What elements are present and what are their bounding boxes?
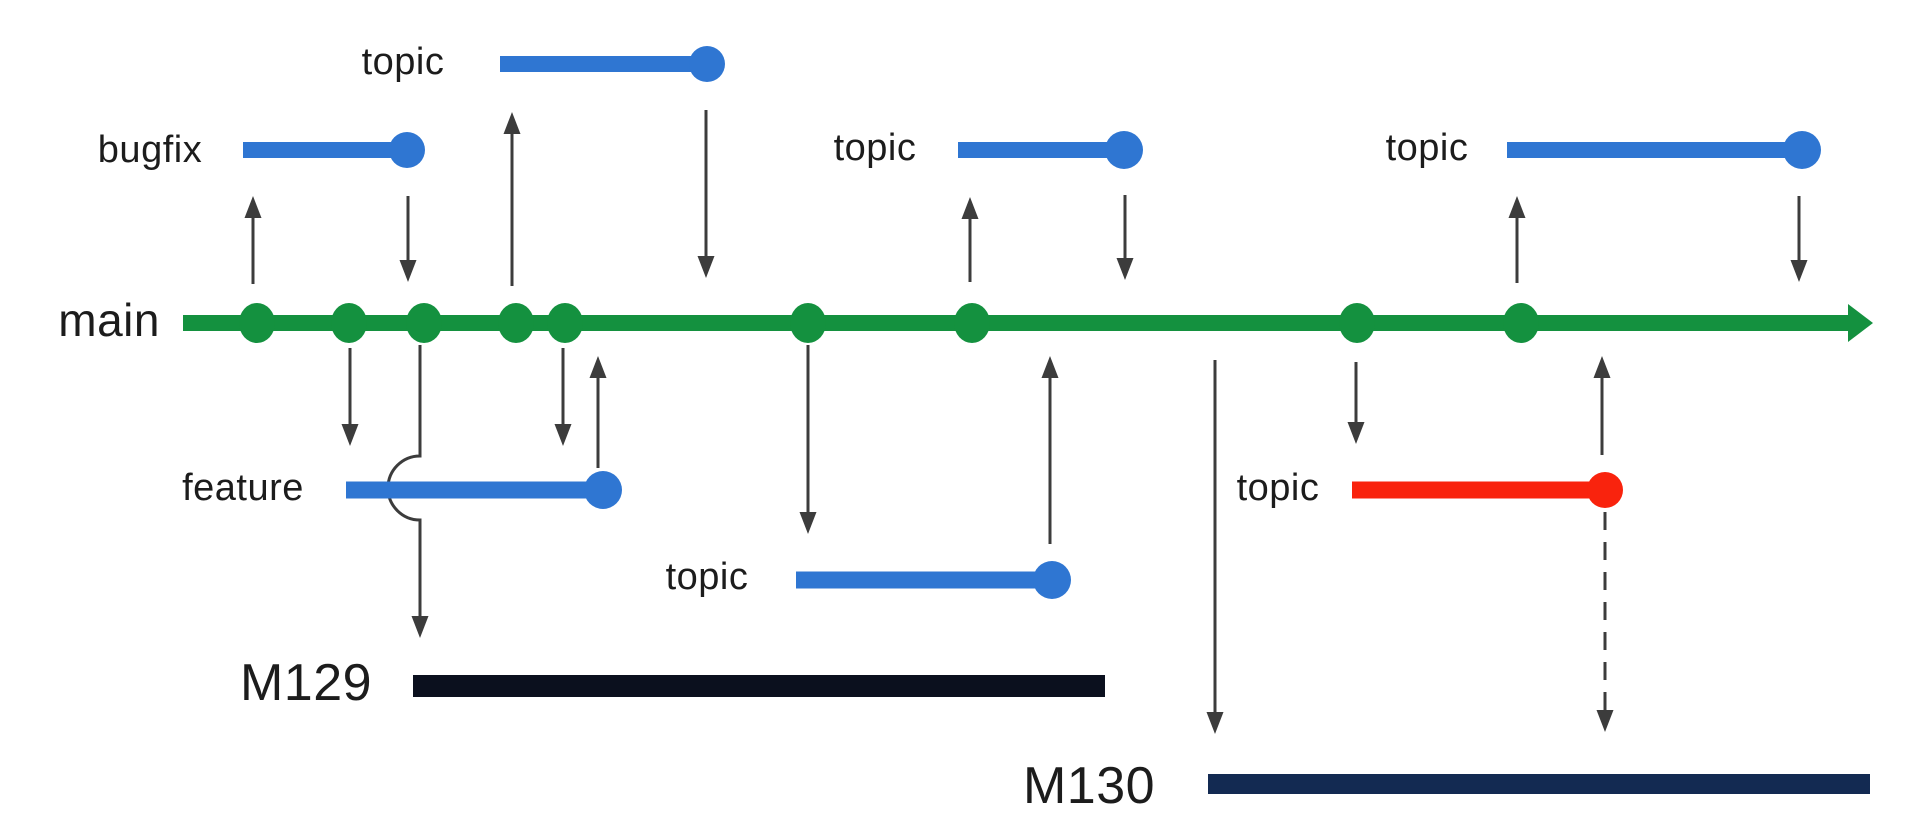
merge-up-arrow-head [1041,356,1059,378]
merge-up-arrow-head [961,197,979,219]
label-topic-branch-4: topic [665,556,749,598]
merge-up-arrow-head [589,356,607,378]
branch-tip-circle-bugfix [389,132,425,168]
commit-dot [1503,303,1539,343]
branch-tip-circle-topic [1033,561,1071,599]
label-feature-branch: feature [182,467,304,509]
branch-down-arrow-head [554,424,572,446]
branch-tip-circle-feature [584,471,622,509]
merge-up-arrow-head [1593,356,1611,378]
branch-down-arrow-head [1116,258,1134,280]
commit-dot [954,303,990,343]
label-release-m130: M130 [1022,757,1156,815]
merge-up-arrow-head [1508,196,1526,218]
main-branch-arrowhead [1848,304,1873,342]
label-topic-branch-5: topic [1236,467,1320,509]
release-bar-m129 [413,675,1105,697]
label-main-branch: main [58,294,160,346]
branch-down-arrow-head [399,260,417,282]
release-bar-m130 [1208,774,1870,794]
hop-arrow-head [411,616,429,638]
branch-down-arrow-head [1347,422,1365,444]
branch-down-arrow-head [1790,260,1808,282]
label-bugfix-branch: bugfix [97,129,203,171]
branch-tip-circle-topic [1105,131,1143,169]
branch-down-arrow-head [697,256,715,278]
label-topic-branch-1: topic [361,41,445,83]
label-topic-branch-2: topic [833,127,917,169]
commit-dot [331,303,367,343]
merge-up-arrow-head [503,112,521,134]
branch-tip-circle-topic [689,46,725,82]
label-release-m129: M129 [239,654,373,712]
commit-dot [547,303,583,343]
label-topic-branch-3: topic [1385,127,1469,169]
branch-down-arrow-head [341,424,359,446]
commit-dot [790,303,826,343]
dashed-merge-arrow-head [1596,710,1614,732]
branch-down-arrow-head [1206,712,1224,734]
branch-down-arrow-head [799,512,817,534]
commit-dot [406,303,442,343]
commit-dot [239,303,275,343]
commit-dot [498,303,534,343]
commit-dot [1339,303,1375,343]
branch-tip-circle-topic [1587,472,1623,508]
branch-tip-circle-topic [1783,131,1821,169]
merge-up-arrow-head [244,196,262,218]
